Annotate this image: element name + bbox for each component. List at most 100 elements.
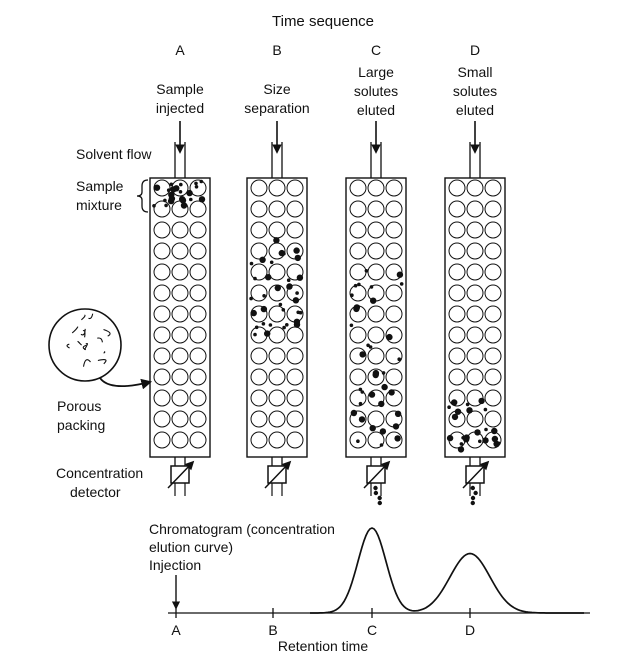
packing-bead — [484, 242, 502, 260]
packing-bead — [484, 284, 502, 302]
packing-bead — [367, 242, 385, 260]
solute-dot — [169, 182, 174, 187]
solute-dot — [369, 425, 376, 432]
packing-bead — [484, 389, 502, 407]
packing-bead — [385, 284, 403, 302]
solute-dot — [350, 293, 354, 298]
solute-dot — [259, 256, 266, 263]
solute-dot — [168, 191, 175, 199]
solute-dot — [397, 357, 402, 362]
packing-bead — [268, 368, 286, 386]
packing-bead — [286, 368, 304, 386]
column-b — [246, 121, 308, 496]
packing-bead — [268, 263, 286, 281]
packing-bead — [466, 347, 484, 365]
packing-bead — [153, 326, 171, 344]
packing-bead — [448, 368, 466, 386]
solute-dot — [262, 294, 266, 298]
packing-bead — [349, 200, 367, 218]
packing-bead — [189, 368, 207, 386]
sample-mixture-brace — [136, 179, 149, 213]
packing-bead — [349, 242, 367, 260]
packing-bead — [153, 431, 171, 449]
packing-bead — [189, 389, 207, 407]
solute-dot — [261, 322, 266, 326]
packing-bead — [171, 389, 189, 407]
solute-dot — [394, 410, 402, 417]
solute-dot — [293, 247, 300, 254]
packing-bead — [466, 242, 484, 260]
packing-bead — [466, 305, 484, 323]
solute-dot — [268, 323, 273, 327]
solute-dot — [451, 413, 459, 421]
packing-bead — [189, 284, 207, 302]
packing-bead — [153, 284, 171, 302]
packing-bead — [385, 368, 403, 386]
packing-bead — [268, 305, 286, 323]
column-d-letter: D — [469, 42, 481, 58]
sample-mixture-label-line-1: Sample — [76, 178, 124, 194]
packing-bead — [189, 200, 207, 218]
solute-dot — [273, 237, 280, 244]
packing-bead — [448, 221, 466, 239]
packing-bead — [466, 410, 484, 428]
packing-bead — [466, 200, 484, 218]
column-a-caption-line-1: Sample — [156, 81, 204, 97]
packing-bead — [385, 242, 403, 260]
solute-dot — [298, 310, 303, 315]
packing-bead — [466, 221, 484, 239]
solute-dot — [446, 434, 454, 442]
porous-packing-label-line-1: Porous — [57, 398, 102, 414]
eluting-solute-dot — [377, 495, 382, 501]
packing-bead — [484, 263, 502, 281]
solute-dot — [250, 309, 257, 317]
packing-bead — [484, 368, 502, 386]
packing-bead — [171, 221, 189, 239]
solute-dot — [264, 330, 271, 337]
solvent-flow-label: Solvent flow — [76, 146, 152, 162]
solute-dot — [368, 391, 376, 398]
solute-dot — [372, 371, 379, 379]
packing-bead — [286, 179, 304, 197]
solute-dot — [295, 291, 299, 295]
solute-dot — [180, 202, 188, 209]
packing-bead — [153, 368, 171, 386]
packing-bead — [286, 200, 304, 218]
solute-dot — [379, 443, 384, 447]
packing-bead — [466, 389, 484, 407]
solute-dot — [286, 278, 291, 283]
solute-dot — [254, 325, 259, 330]
packing-bead — [349, 389, 367, 407]
solute-dot — [199, 179, 204, 184]
solute-dot — [386, 333, 393, 341]
packing-bead — [268, 200, 286, 218]
solute-dot — [466, 407, 473, 414]
solute-dot — [265, 274, 272, 281]
detector-label-line-2: detector — [70, 484, 121, 500]
packing-bead — [448, 347, 466, 365]
elution-curve — [310, 527, 584, 614]
column-a-caption-line-2: injected — [155, 100, 205, 116]
solute-dot — [293, 318, 301, 325]
solute-dot — [493, 440, 500, 448]
column-d-caption-line-2: solutes — [452, 83, 498, 99]
packing-bead — [268, 347, 286, 365]
solute-dot — [478, 439, 482, 444]
packing-bead — [367, 221, 385, 239]
solute-dot — [394, 435, 401, 442]
packing-bead — [367, 410, 385, 428]
eluting-solute-dot — [377, 500, 383, 506]
porous-packing-magnified — [48, 308, 122, 382]
column-a-letter: A — [175, 42, 185, 58]
packing-bead — [367, 326, 385, 344]
packing-bead — [385, 200, 403, 218]
column-c-caption-line-2: solutes — [353, 83, 399, 99]
solute-dot — [457, 446, 465, 453]
packing-bead — [171, 368, 189, 386]
solute-dot — [381, 371, 386, 375]
column-d-caption-line-1: Small — [457, 64, 493, 80]
solute-dot — [249, 296, 253, 301]
x-axis-label: Retention time — [277, 638, 369, 654]
